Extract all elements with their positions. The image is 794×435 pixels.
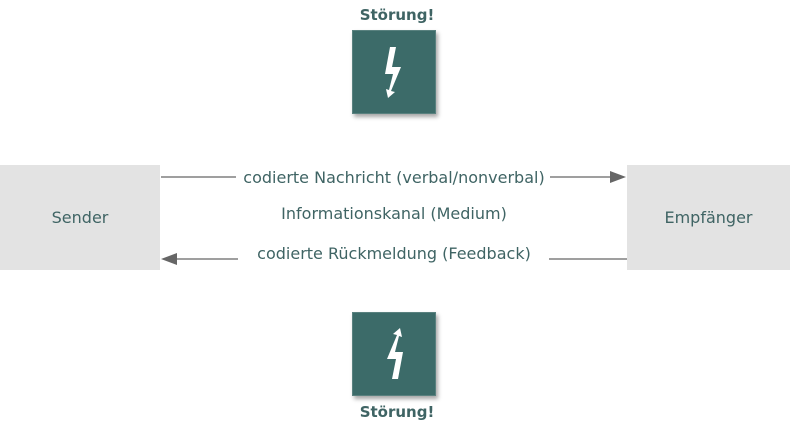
- feedback-arrow: [161, 253, 627, 265]
- medium-label: Informationskanal (Medium): [281, 204, 507, 223]
- sender-box: Sender: [0, 165, 160, 270]
- disturbance-bottom-box: [352, 312, 436, 396]
- receiver-label: Empfänger: [664, 208, 753, 227]
- lightning-bolt-icon: [387, 328, 403, 379]
- message-arrow: [161, 171, 626, 183]
- disturbance-top-label: Störung!: [359, 6, 435, 24]
- disturbance-top-box: [352, 30, 436, 114]
- receiver-box: Empfänger: [627, 165, 790, 270]
- sender-label: Sender: [51, 208, 109, 227]
- disturbance-bottom-label: Störung!: [359, 403, 435, 421]
- feedback-label: codierte Rückmeldung (Feedback): [257, 244, 531, 263]
- lightning-bolt-icon: [385, 47, 401, 98]
- message-label: codierte Nachricht (verbal/nonverbal): [243, 168, 545, 187]
